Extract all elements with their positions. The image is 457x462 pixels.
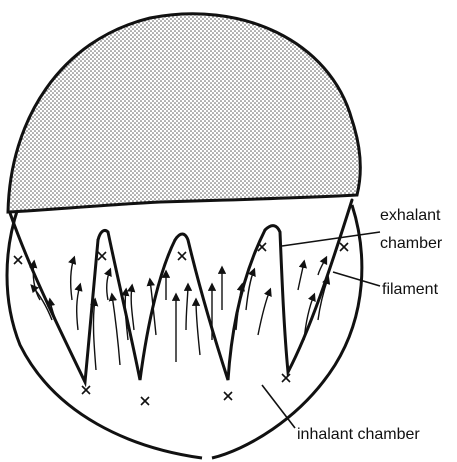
arrow-up-icon (150, 280, 156, 335)
filament-label: filament (382, 281, 439, 298)
cross-mark-icon (141, 397, 149, 405)
arrow-up-icon (131, 286, 134, 330)
cross-markers (14, 243, 348, 405)
cross-mark-icon (258, 243, 266, 251)
cross-mark-icon (14, 256, 22, 264)
cross-mark-icon (282, 374, 290, 382)
cross-mark-icon (98, 252, 106, 260)
filament-4 (265, 200, 352, 372)
arrow-up-icon (186, 285, 188, 330)
arrow-up-icon (107, 270, 110, 300)
arrow-up-icon (71, 258, 74, 300)
cross-mark-icon (340, 243, 348, 251)
arrow-up-icon (318, 258, 326, 275)
stippled-upper-mass (8, 14, 360, 212)
filament-3 (175, 230, 265, 380)
arrow-up-icon (112, 295, 120, 365)
exhalant-label-line1: exhalant (380, 207, 441, 224)
arrow-up-icon (298, 262, 304, 290)
exhalant-leader-line (282, 232, 380, 246)
inhalant-chamber-label: inhalant chamber (297, 426, 420, 443)
arrow-up-icon (93, 300, 96, 370)
cross-mark-icon (224, 392, 232, 400)
arrow-up-icon (258, 290, 270, 335)
filament-leader-line (333, 272, 380, 286)
filament-1 (10, 213, 98, 382)
arrow-up-icon (77, 285, 80, 330)
arrow-up-icon (196, 300, 200, 355)
filament-2 (98, 230, 175, 380)
exhalant-label-line2: chamber (380, 235, 443, 252)
filaments (10, 200, 352, 382)
inhalant-leader-line (262, 385, 295, 428)
cross-mark-icon (178, 252, 186, 260)
